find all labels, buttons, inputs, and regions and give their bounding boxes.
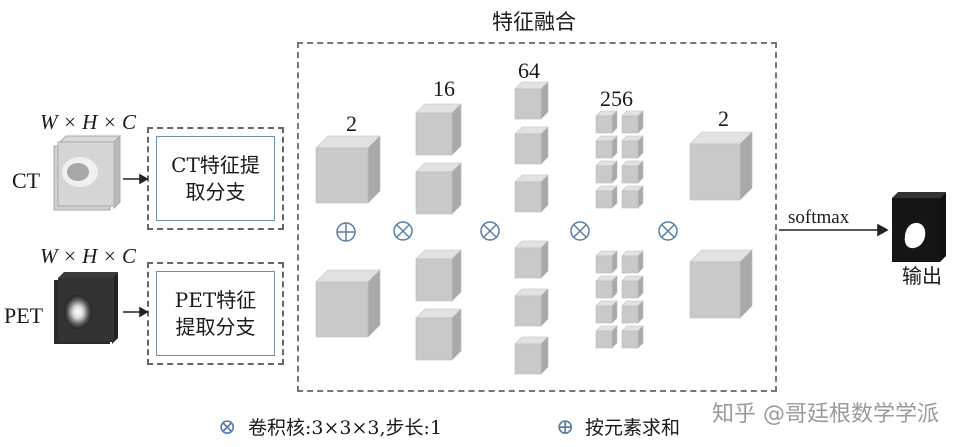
pet-input-arrow bbox=[123, 306, 149, 318]
add-operator-icon bbox=[336, 222, 356, 242]
fusion-container bbox=[297, 42, 777, 392]
cube-col2-0 bbox=[415, 103, 462, 156]
cube-col4-a-0 bbox=[595, 110, 618, 134]
channels-256: 256 bbox=[600, 86, 633, 111]
cube-col4-b-4 bbox=[621, 250, 644, 274]
cube-col4-b-0 bbox=[621, 110, 644, 134]
cube-col3-2 bbox=[514, 174, 549, 213]
conv-legend-text: 卷积核:3×3×3,步长:1 bbox=[248, 417, 443, 439]
channels-64: 64 bbox=[518, 58, 540, 83]
cube-col4-b-1 bbox=[621, 135, 644, 159]
softmax-label: softmax bbox=[788, 207, 850, 228]
add-legend-text: 按元素求和 bbox=[585, 417, 681, 439]
pet-dims-label: W × H × C bbox=[40, 244, 137, 268]
cube-col4-b-3 bbox=[621, 185, 644, 209]
cube-col4-a-5 bbox=[595, 275, 618, 299]
cube-col4-a-4 bbox=[595, 250, 618, 274]
ct-dims-label: W × H × C bbox=[40, 110, 137, 134]
pet-branch-box: PET特征 提取分支 bbox=[156, 271, 275, 356]
cube-col4-a-6 bbox=[595, 300, 618, 324]
cube-col4-a-7 bbox=[595, 325, 618, 349]
pet-label: PET bbox=[4, 303, 44, 328]
ct-branch-box: CT特征提 取分支 bbox=[156, 136, 275, 221]
ct-image-icon bbox=[53, 134, 122, 211]
cube-col5-bottom bbox=[689, 249, 753, 319]
cube-col1-top bbox=[315, 135, 381, 204]
cube-col3-3 bbox=[514, 240, 549, 279]
cube-col3-0 bbox=[514, 81, 549, 120]
conv-operator-icon-4 bbox=[658, 221, 678, 241]
ct-branch-line1: CT特征提 bbox=[171, 152, 260, 177]
cube-col5-top bbox=[689, 131, 753, 201]
pet-branch-outer bbox=[147, 262, 284, 365]
channels-2-left: 2 bbox=[346, 111, 357, 136]
cube-col4-b-2 bbox=[621, 160, 644, 184]
pet-branch-line1: PET特征 bbox=[174, 287, 257, 312]
cube-col1-bottom bbox=[315, 269, 381, 338]
operator-symbols bbox=[336, 221, 678, 242]
output-label: 输出 bbox=[902, 264, 942, 288]
ct-label: CT bbox=[12, 168, 41, 193]
ct-input-arrow bbox=[123, 173, 149, 185]
ct-branch-line2: 取分支 bbox=[185, 179, 246, 204]
feature-cubes bbox=[315, 81, 753, 375]
fusion-title: 特征融合 bbox=[492, 10, 576, 34]
softmax-arrow bbox=[779, 223, 889, 237]
cube-col4-b-5 bbox=[621, 275, 644, 299]
channels-16: 16 bbox=[433, 76, 455, 101]
cube-col4-a-3 bbox=[595, 185, 618, 209]
cube-col3-4 bbox=[514, 288, 549, 327]
conv-legend-symbol: ⊗ bbox=[218, 415, 237, 440]
ct-branch-outer bbox=[147, 127, 284, 230]
channels-2-right: 2 bbox=[718, 106, 729, 131]
conv-operator-icon-1 bbox=[393, 221, 413, 241]
cube-col4-a-1 bbox=[595, 135, 618, 159]
cube-col4-a-2 bbox=[595, 160, 618, 184]
cube-col2-2 bbox=[415, 249, 462, 302]
conv-operator-icon-3 bbox=[570, 221, 590, 241]
watermark: 知乎 @哥廷根数学学派 bbox=[712, 402, 939, 427]
output-image-icon bbox=[892, 192, 946, 262]
cube-col2-1 bbox=[415, 162, 462, 215]
pet-image-icon bbox=[54, 272, 118, 344]
add-legend-symbol: ⊕ bbox=[556, 415, 575, 440]
cube-col3-1 bbox=[514, 126, 549, 165]
pet-branch-line2: 提取分支 bbox=[175, 314, 256, 339]
cube-col3-5 bbox=[514, 336, 549, 375]
cube-col2-3 bbox=[415, 308, 462, 361]
cube-col4-b-6 bbox=[621, 300, 644, 324]
cube-col4-b-7 bbox=[621, 325, 644, 349]
conv-operator-icon-2 bbox=[480, 221, 500, 241]
